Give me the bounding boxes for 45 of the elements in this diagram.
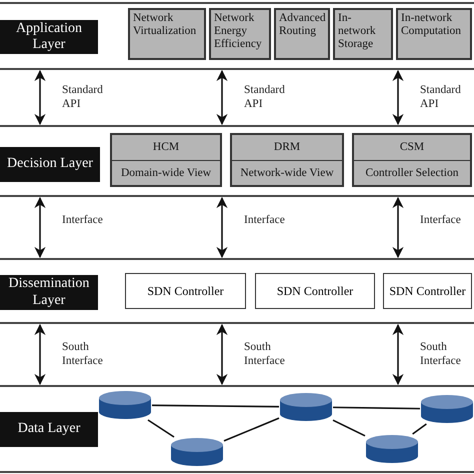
layer-label: Decision Layer xyxy=(0,147,100,182)
layer-band xyxy=(0,258,474,324)
application-box: Network Virtualization xyxy=(128,8,206,60)
link-line xyxy=(332,419,366,437)
module-name: HCM xyxy=(152,140,180,156)
application-box: In-network Computation xyxy=(396,8,472,60)
application-box: Advanced Routing xyxy=(274,8,330,60)
double-arrow xyxy=(34,196,46,258)
double-arrow xyxy=(216,196,228,258)
layer-label: Dissemination Layer xyxy=(0,275,98,310)
link-line xyxy=(224,417,280,442)
double-arrow xyxy=(216,324,228,386)
double-arrow xyxy=(392,70,404,126)
controller-box: SDN Controller xyxy=(255,273,375,309)
router-cylinder xyxy=(365,434,419,464)
module-box xyxy=(230,133,344,187)
router-cylinder xyxy=(420,394,474,424)
link-line xyxy=(412,423,427,435)
layer-band xyxy=(0,125,474,197)
double-arrow xyxy=(34,324,46,386)
double-arrow xyxy=(34,70,46,126)
application-box: Network Energy Efficiency xyxy=(209,8,271,60)
router-cylinder xyxy=(170,437,224,467)
double-arrow xyxy=(216,70,228,126)
layer-label: Application Layer xyxy=(0,20,98,54)
application-box: In-network Storage xyxy=(333,8,393,60)
module-name: DRM xyxy=(272,140,302,156)
router-cylinder xyxy=(98,390,152,420)
module-view: Controller Selection xyxy=(354,160,470,185)
layer-label: Data Layer xyxy=(0,412,98,447)
double-arrow xyxy=(392,196,404,258)
controller-box: SDN Controller xyxy=(383,273,472,309)
module-view: Domain-wide View xyxy=(112,160,220,185)
module-name: CSM xyxy=(398,140,426,156)
layer-band xyxy=(0,2,474,70)
double-arrow xyxy=(392,324,404,386)
module-box xyxy=(352,133,472,187)
link-line xyxy=(332,406,420,410)
module-view: Network-wide View xyxy=(232,160,342,185)
layer-band xyxy=(0,385,474,473)
module-box xyxy=(110,133,222,187)
link-line xyxy=(152,404,279,408)
link-line xyxy=(148,419,174,438)
router-cylinder xyxy=(279,392,333,422)
controller-box: SDN Controller xyxy=(125,273,246,309)
